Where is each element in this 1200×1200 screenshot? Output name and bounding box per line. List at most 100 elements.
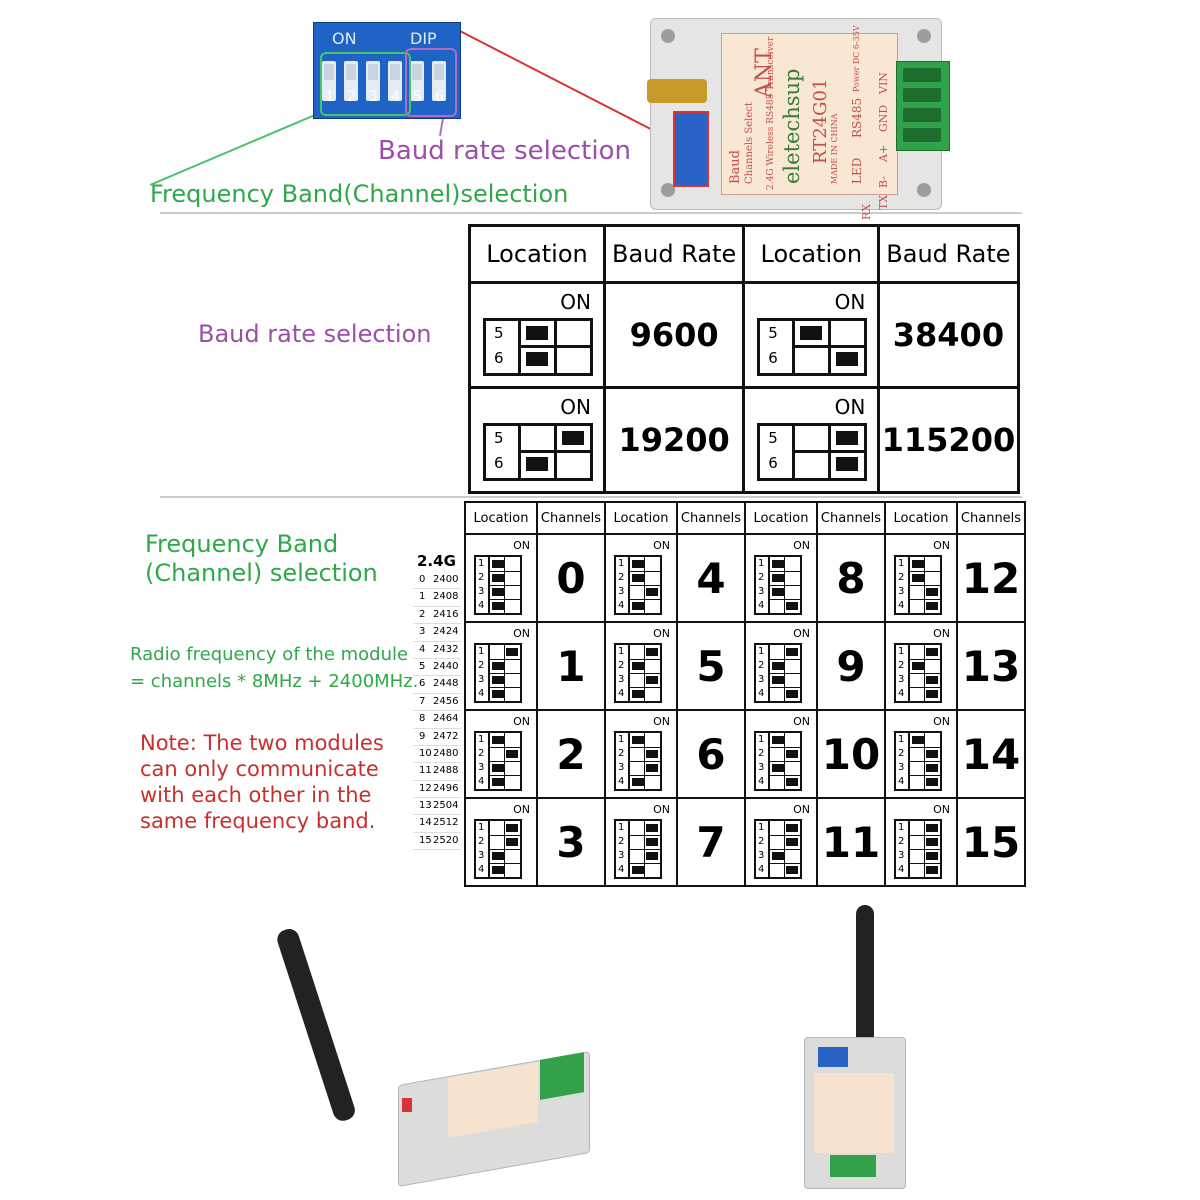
frequency-side-caption-2: (Channel) selection <box>145 559 378 587</box>
module-label: Baud Channels Select 2.4G Wireless RS485… <box>721 25 898 220</box>
frequency-mhz: 2488 <box>433 765 459 777</box>
baud-rate-value: 9600 <box>602 281 746 389</box>
channel-number: 13 <box>956 621 1026 711</box>
channel-switch-number: 4 <box>758 600 765 611</box>
channel-switch-number: 2 <box>758 572 765 583</box>
channel-switch-state <box>646 852 658 860</box>
frequency-mhz: 2448 <box>433 678 459 690</box>
dip-photo-switch <box>322 61 336 101</box>
channel-switch-state <box>646 648 658 656</box>
baud-header-location-2: Location <box>742 224 881 284</box>
channel-switch-state <box>632 662 644 670</box>
channel-switch-state <box>926 838 938 846</box>
baud-switch-state <box>800 326 823 340</box>
channel-on-label: ON <box>653 803 670 816</box>
baud-switch-number: 5 <box>768 429 778 447</box>
channel-switch-number: 3 <box>618 850 625 861</box>
channel-switch-state <box>632 778 644 786</box>
baud-on-label: ON <box>834 290 866 314</box>
channel-switch-number: 1 <box>618 822 625 833</box>
channel-switch-number: 4 <box>618 776 625 787</box>
channel-number: 11 <box>816 797 886 887</box>
note-line-3: with each other in the <box>140 783 372 807</box>
label-channel-select: Channels Select <box>744 102 755 184</box>
channel-switch-number: 4 <box>478 600 485 611</box>
channel-header-location: Location <box>604 501 678 535</box>
channel-switch-number: 2 <box>898 748 905 759</box>
channel-switch-state <box>646 588 658 596</box>
channel-header-channels: Channels <box>956 501 1026 535</box>
channel-switch-number: 4 <box>898 776 905 787</box>
channel-switch-number: 1 <box>898 646 905 657</box>
channel-switch-number: 3 <box>758 586 765 597</box>
dip-brand-label: DIP <box>410 29 437 48</box>
channel-switch-state <box>926 602 938 610</box>
label-power: Power DC 6-35V <box>852 25 861 92</box>
baud-on-label: ON <box>560 290 591 314</box>
channel-switch-state <box>912 574 924 582</box>
channel-switch-state <box>632 690 644 698</box>
baud-switch-state <box>836 457 859 471</box>
freq-list-title: 2.4G <box>417 552 456 570</box>
channel-switch-number: 4 <box>758 776 765 787</box>
note-text: Note: The two modules can only communica… <box>140 730 384 834</box>
frequency-channel: 13 <box>419 800 432 812</box>
channel-number: 3 <box>536 797 606 887</box>
channel-switch-state <box>786 824 798 832</box>
channel-switch-number: 1 <box>618 558 625 569</box>
channel-switch-number: 2 <box>898 660 905 671</box>
channel-switch-number: 1 <box>758 646 765 657</box>
baud-rate-value: 19200 <box>602 386 746 494</box>
channel-number: 10 <box>816 709 886 799</box>
channel-number: 8 <box>816 533 886 623</box>
dip-photo-number: 2 <box>347 89 356 105</box>
channel-switch-state <box>912 560 924 568</box>
frequency-channel: 14 <box>419 817 432 829</box>
channel-switch-number: 1 <box>898 558 905 569</box>
channel-switch-state <box>912 736 924 744</box>
channel-switch-number: 4 <box>618 600 625 611</box>
channel-switch-state <box>492 690 504 698</box>
channel-switch-number: 3 <box>758 850 765 861</box>
channel-switch-state <box>786 866 798 874</box>
label-pin: B- <box>877 175 890 188</box>
channel-switch-number: 2 <box>478 572 485 583</box>
frequency-mhz: 2400 <box>433 574 459 585</box>
channel-on-label: ON <box>513 627 530 640</box>
label-brand: eletechsup <box>780 68 804 184</box>
channel-switch-number: 2 <box>898 572 905 583</box>
channel-switch-state <box>492 602 504 610</box>
channel-switch-number: 1 <box>758 734 765 745</box>
channel-switch-number: 1 <box>618 646 625 657</box>
label-ant: ANT <box>752 48 777 98</box>
frequency-mhz: 2512 <box>433 817 459 829</box>
channel-switch-state <box>492 560 504 568</box>
channel-on-label: ON <box>793 803 810 816</box>
frequency-mhz: 2432 <box>433 643 459 655</box>
channel-switch-state <box>772 676 784 684</box>
channel-switch-number: 4 <box>478 776 485 787</box>
channel-on-label: ON <box>933 627 950 640</box>
terminal-block <box>896 61 950 151</box>
frequency-channel: 6 <box>419 678 426 690</box>
channel-switch-state <box>646 838 658 846</box>
